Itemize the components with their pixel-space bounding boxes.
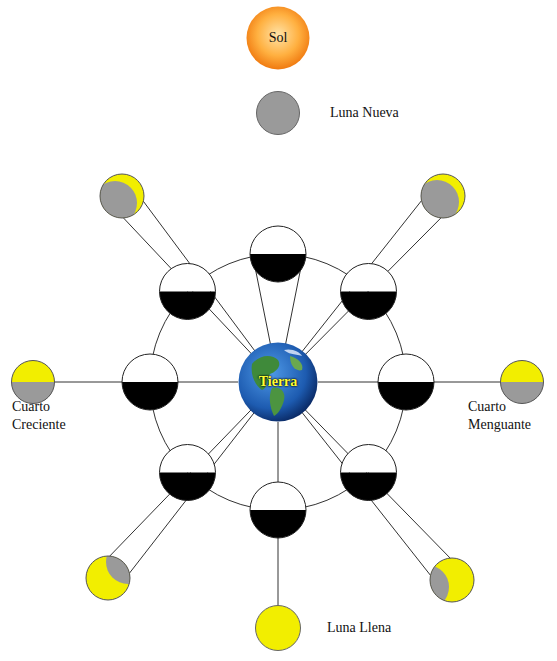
earth-globe: Tierra	[238, 342, 318, 422]
shape-label: Sol	[269, 29, 288, 47]
gibbous-moon	[405, 558, 474, 609]
moon-outline	[12, 361, 55, 404]
phase-label: Luna Llena	[327, 619, 437, 637]
phase-label: Cuarto Creciente	[12, 398, 84, 434]
inner-moon	[122, 354, 178, 410]
moon-outline	[159, 263, 215, 319]
node-shape	[500, 360, 544, 404]
sun-disc	[247, 7, 310, 70]
moon-outline	[159, 445, 215, 501]
last-quarter-moon: Cuarto Menguante	[500, 360, 544, 404]
inner-moon	[250, 482, 306, 538]
lit-half	[159, 445, 215, 473]
cloud	[284, 349, 302, 356]
lit-half	[501, 361, 544, 383]
dark-half	[250, 510, 306, 538]
node-shape	[11, 360, 55, 404]
sun-circle: Sol	[246, 6, 310, 70]
node-shape	[256, 91, 300, 135]
gibbous-moon	[86, 540, 150, 600]
node-shape	[255, 605, 301, 651]
moon-outline	[122, 354, 178, 410]
dark-half	[122, 382, 178, 410]
moon-outline	[250, 482, 306, 538]
inner-moon	[341, 445, 397, 501]
lit-half	[159, 263, 215, 291]
inner-moon	[159, 445, 215, 501]
sight-line	[278, 382, 441, 589]
land	[290, 356, 302, 370]
ocean	[239, 343, 318, 422]
land	[270, 388, 285, 416]
first-quarter-moon: Cuarto Creciente	[11, 360, 55, 404]
full-moon: Luna Llena	[255, 605, 301, 651]
inner-moon	[159, 263, 215, 319]
dark-half	[341, 473, 397, 501]
new-moon: Luna Nueva	[256, 91, 300, 135]
inner-moons	[122, 226, 434, 538]
moon-outline	[341, 263, 397, 319]
dark-half	[159, 291, 215, 319]
moon-disc	[256, 606, 301, 651]
moon-outline	[501, 361, 544, 404]
inner-moon	[378, 354, 434, 410]
crescent-moon	[415, 174, 465, 224]
sight-lines	[97, 187, 462, 590]
crescent-moon	[93, 174, 144, 225]
lit-half	[341, 445, 397, 473]
dark-half	[341, 291, 397, 319]
orbit-circle	[150, 254, 406, 510]
lit-half	[250, 226, 306, 254]
dark-half	[378, 382, 434, 410]
lit-half	[341, 263, 397, 291]
dark-half	[250, 254, 306, 282]
shape-label: Tierra	[259, 373, 298, 391]
phase-label: Cuarto Menguante	[468, 398, 552, 434]
inner-moon	[250, 226, 306, 282]
lit-half	[12, 361, 55, 383]
sight-line	[278, 382, 463, 571]
lit-half	[250, 482, 306, 510]
dark-half	[159, 473, 215, 501]
moon-outline	[250, 226, 306, 282]
moon-disc	[257, 92, 300, 135]
lit-half	[122, 354, 178, 382]
lit-half	[378, 354, 434, 382]
phase-label: Luna Nueva	[330, 104, 440, 122]
inner-moon	[341, 263, 397, 319]
moon-outline	[378, 354, 434, 410]
dark-half	[501, 382, 544, 404]
moon-outline	[341, 445, 397, 501]
